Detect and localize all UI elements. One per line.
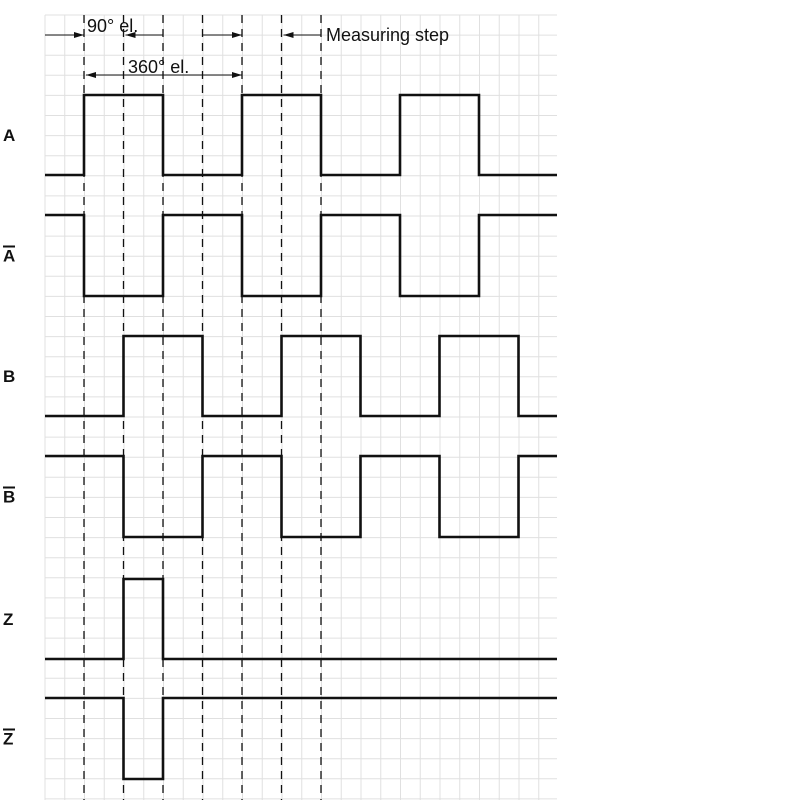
signal-trace-z (45, 577, 557, 661)
dimension-annotations: 90° el. 360° el. Measuring step (45, 16, 449, 78)
arrowhead-icon (232, 32, 242, 38)
signal-labels: A A B B Z Z (3, 126, 15, 749)
signal-trace-a-inverted (45, 213, 557, 298)
signal-label-b: B (3, 367, 15, 386)
signal-label-b-inverted: B (3, 488, 15, 507)
signal-label-a-inverted: A (3, 247, 15, 266)
arrowhead-icon (125, 32, 136, 38)
arrowhead-icon (232, 72, 242, 78)
signal-label-a: A (3, 126, 15, 145)
arrowhead-icon (74, 32, 84, 38)
arrowhead-icon (283, 32, 294, 38)
signal-trace-a (45, 93, 557, 177)
signal-trace-z-inverted (45, 696, 557, 781)
signal-traces (45, 93, 557, 781)
measuring-step-label: Measuring step (326, 25, 449, 45)
signal-label-z: Z (3, 610, 13, 629)
signal-label-z-inverted: Z (3, 730, 13, 749)
signal-trace-b (45, 334, 557, 418)
signal-trace-b-inverted (45, 454, 557, 539)
arrowhead-icon (86, 72, 96, 78)
full-period-label: 360° el. (128, 57, 189, 77)
quarter-period-label: 90° el. (87, 16, 138, 36)
